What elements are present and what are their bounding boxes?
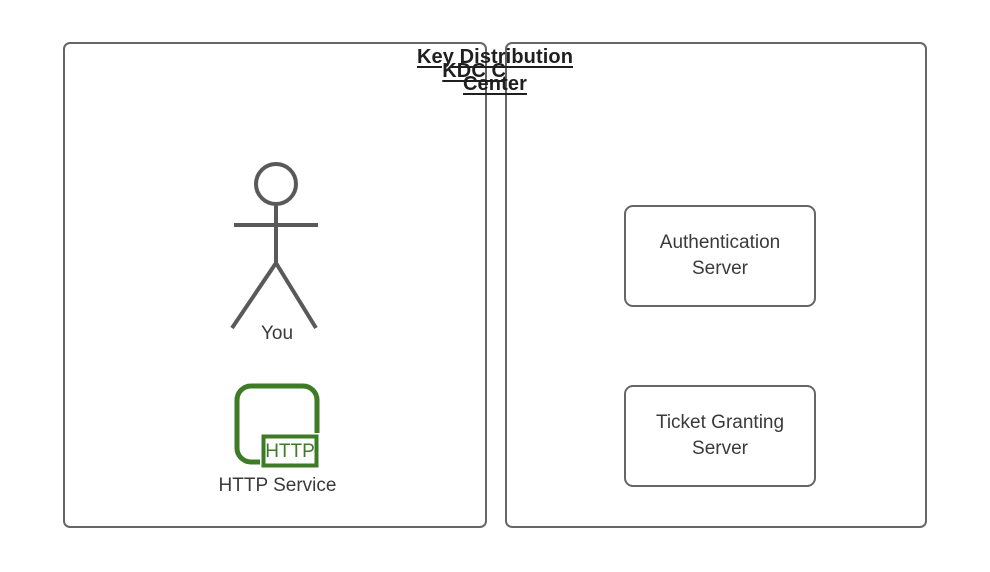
actor-label-text: You (260, 323, 294, 344)
authentication-server-label-line2: Server (692, 258, 748, 279)
http-service-icon: HTTP (232, 383, 322, 468)
http-service-label: HTTP Service (165, 473, 390, 499)
ticket-granting-server-label: Ticket Granting Server (646, 410, 794, 462)
ticket-granting-server-label-line2: Server (692, 438, 748, 459)
panel-kdc-title-line2: Center (463, 73, 527, 95)
actor-label: You (212, 321, 342, 347)
authentication-server-label: Authentication Server (650, 230, 790, 282)
panel-kdc-title: Key Distribution Center (0, 44, 990, 98)
authentication-server-box: Authentication Server (624, 205, 816, 307)
ticket-granting-server-label-line1: Ticket Granting (655, 412, 785, 433)
http-service-label-text: HTTP Service (218, 475, 337, 496)
authentication-server-label-line1: Authentication (659, 232, 781, 253)
stick-figure-icon (212, 155, 342, 340)
panel-kdc-title-line1: Key Distribution (416, 46, 574, 68)
http-badge-text: HTTP (265, 441, 315, 462)
ticket-granting-server-box: Ticket Granting Server (624, 385, 816, 487)
